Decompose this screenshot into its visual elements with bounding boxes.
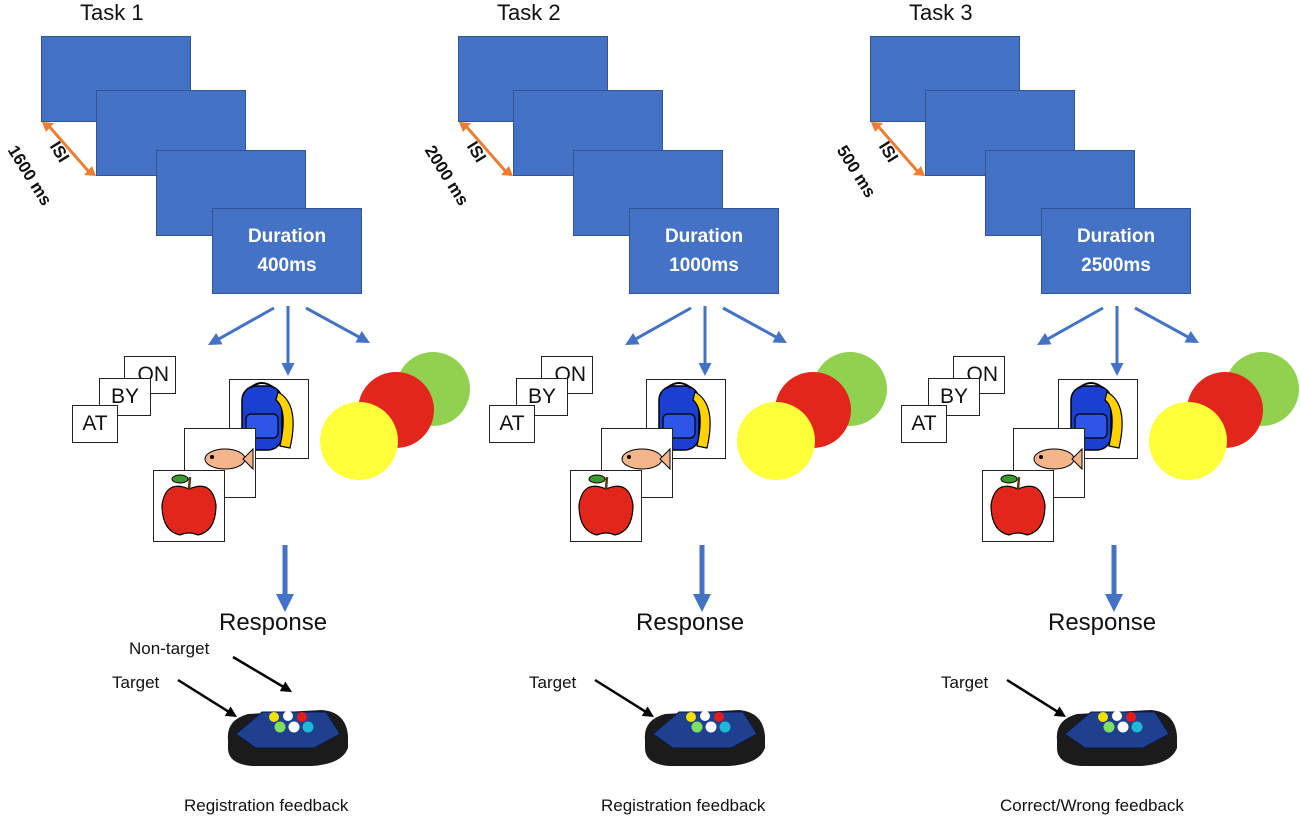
task-title: Task 2 xyxy=(497,0,561,25)
duration-label: Duration xyxy=(247,226,327,247)
apple-picture xyxy=(153,470,225,542)
word-card: AT xyxy=(72,405,118,443)
target-label: Target xyxy=(529,673,577,692)
feedback-label: Registration feedback xyxy=(601,796,766,815)
duration-value: 2500ms xyxy=(1081,255,1151,276)
yellow-circle xyxy=(320,402,398,480)
response-button-box xyxy=(222,700,352,768)
duration-screen: Duration 1000ms xyxy=(629,208,779,294)
task-title: Task 3 xyxy=(909,0,973,25)
response-button-box xyxy=(639,700,769,768)
yellow-circle xyxy=(1149,402,1227,480)
word-card: BY xyxy=(516,378,568,416)
word-card: AT xyxy=(489,405,535,443)
target-label: Target xyxy=(941,673,989,692)
duration-value: 1000ms xyxy=(669,255,739,276)
apple-picture xyxy=(570,470,642,542)
feedback-label: Registration feedback xyxy=(184,796,349,815)
duration-screen: Duration 400ms xyxy=(212,208,362,294)
word-card: AT xyxy=(901,405,947,443)
response-label: Response xyxy=(1048,609,1157,636)
response-label: Response xyxy=(636,609,745,636)
duration-screen: Duration 2500ms xyxy=(1041,208,1191,294)
duration-value: 400ms xyxy=(257,255,317,276)
apple-picture xyxy=(982,470,1054,542)
nontarget-label: Non-target xyxy=(129,639,210,658)
response-button-box xyxy=(1051,700,1181,768)
task-title: Task 1 xyxy=(80,0,144,25)
feedback-label: Correct/Wrong feedback xyxy=(1000,796,1184,815)
yellow-circle xyxy=(737,402,815,480)
duration-label: Duration xyxy=(664,226,744,247)
response-label: Response xyxy=(219,609,328,636)
duration-label: Duration xyxy=(1076,226,1156,247)
target-label: Target xyxy=(112,673,160,692)
